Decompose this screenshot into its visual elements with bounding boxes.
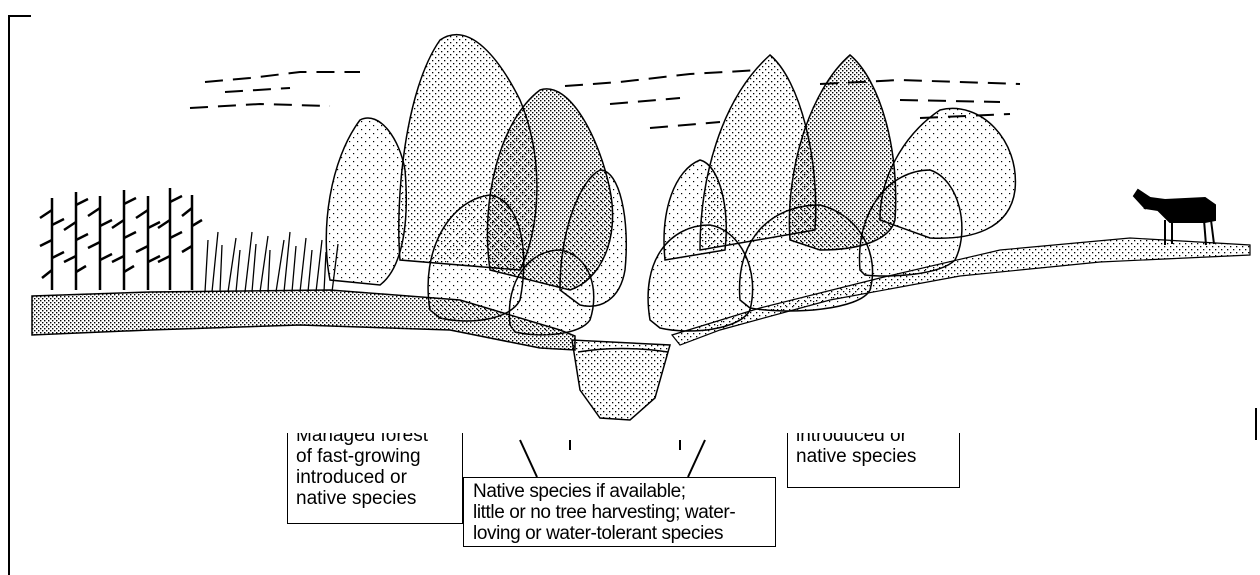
- sky-dashes: [190, 70, 1020, 128]
- label-streamside-zone: Native species if available; little or n…: [463, 477, 776, 547]
- label-right-line-1: introduced or: [796, 433, 959, 446]
- trees-left: [326, 35, 626, 335]
- label-center-line-3: loving or water-tolerant species: [473, 523, 775, 544]
- stream-channel: [572, 340, 670, 420]
- label-managed-forest-right: introduced or native species: [787, 433, 960, 488]
- corn-crop: [40, 188, 202, 290]
- horse-icon: [1134, 190, 1215, 245]
- label-managed-forest-left: Managed forest of fast-growing introduce…: [287, 433, 463, 524]
- label-center-line-2: little or no tree harvesting; water-: [473, 502, 775, 523]
- label-left-line-2: of fast-growing: [296, 446, 462, 467]
- label-left-line-1: Managed forest: [296, 433, 462, 446]
- label-center-line-1: Native species if available;: [473, 481, 775, 502]
- label-right-line-2: native species: [796, 446, 959, 467]
- label-left-line-3: introduced or: [296, 467, 462, 488]
- trees-right: [648, 55, 1015, 331]
- label-left-line-4: native species: [296, 488, 462, 509]
- center-label-leaders: [520, 440, 705, 477]
- frame-corner-top-left: [9, 16, 31, 575]
- grass-strip: [205, 232, 338, 292]
